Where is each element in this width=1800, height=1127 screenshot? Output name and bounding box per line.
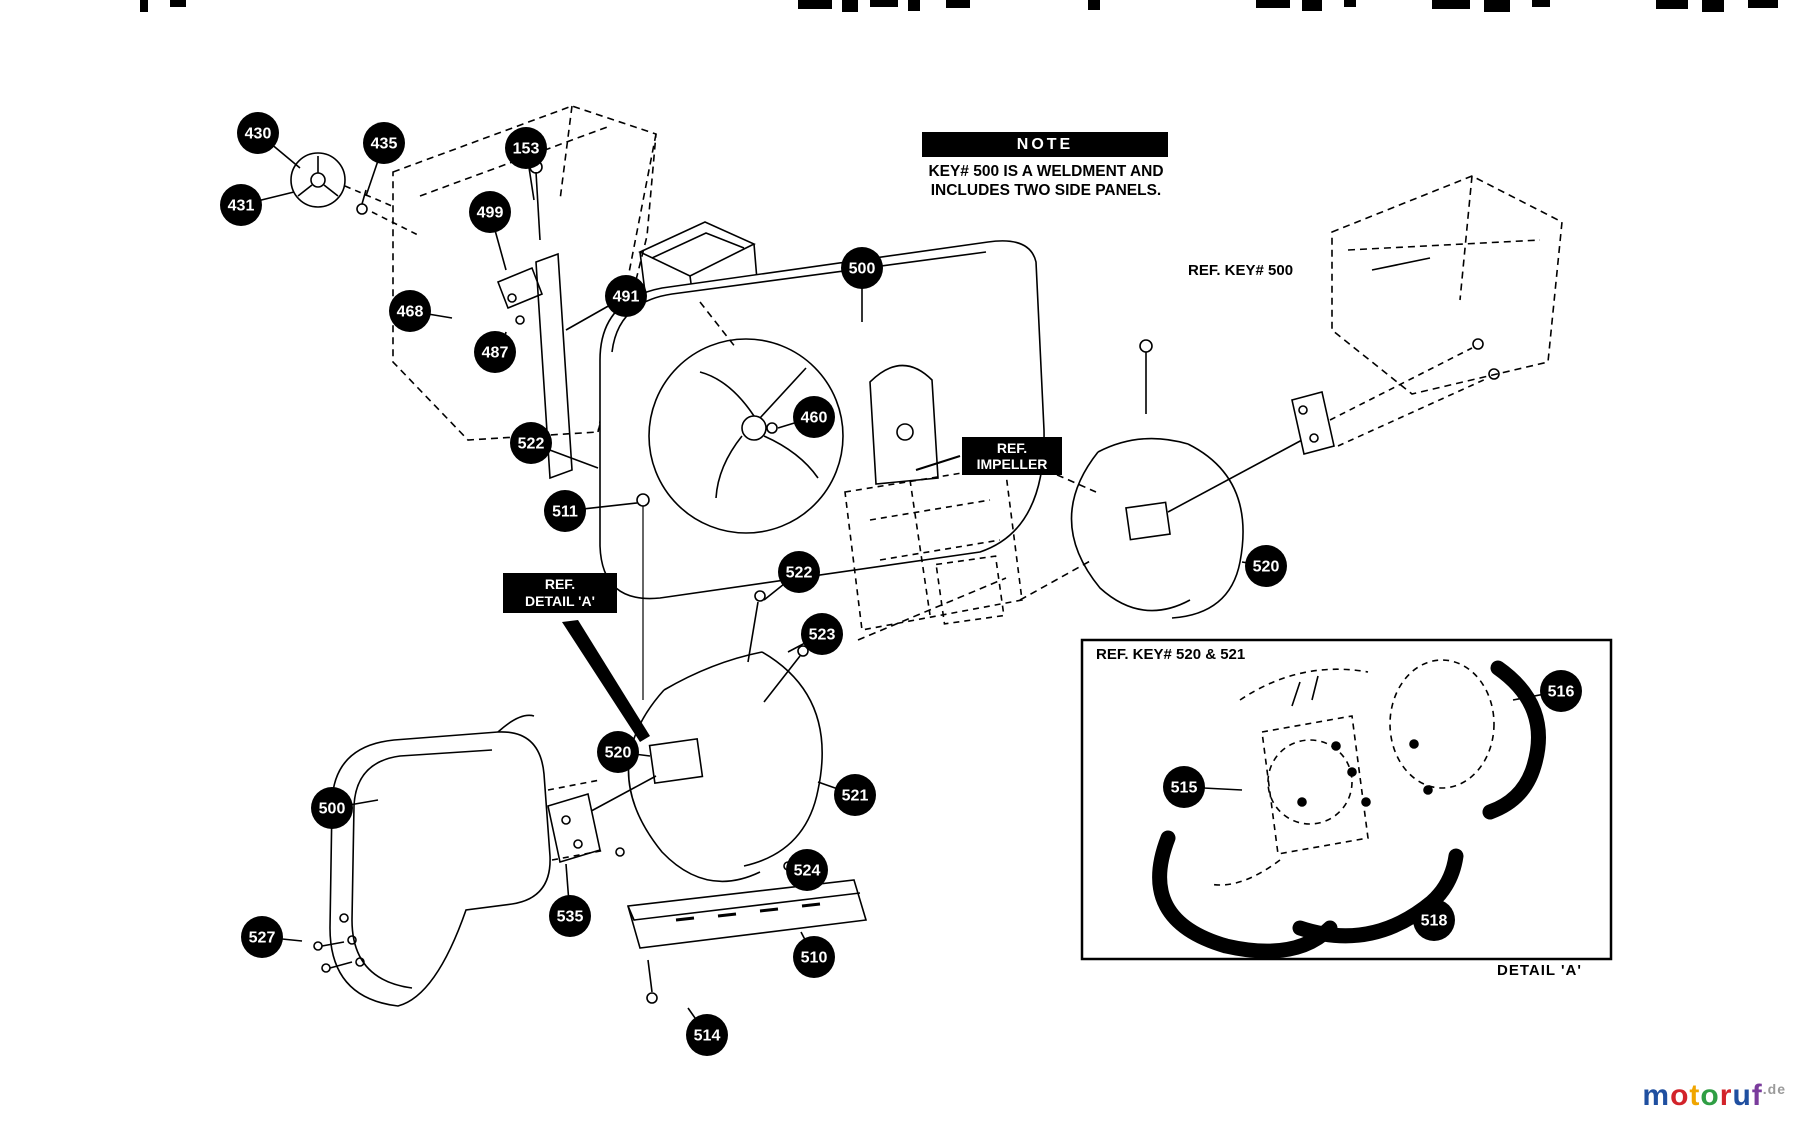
callout-520: 520 [1241,545,1287,587]
note-title-box: NOTE [922,132,1168,157]
callout-516: 516 [1512,670,1582,712]
svg-text:524: 524 [794,863,821,880]
callout-430: 430 [237,112,301,169]
svg-text:499: 499 [477,205,504,222]
svg-text:460: 460 [801,410,828,427]
svg-text:153: 153 [513,141,540,158]
scraper-bar [626,879,868,1004]
svg-text:520: 520 [1253,559,1280,576]
svg-text:514: 514 [694,1028,721,1045]
side-panel-ghost-right [1331,175,1563,395]
svg-text:535: 535 [557,909,584,926]
callout-523: 523 [787,613,843,655]
auger-flighting-segments [1152,660,1546,959]
callout-535: 535 [549,863,591,937]
alignment-dashes [699,301,1097,641]
svg-text:516: 516 [1548,684,1575,701]
callout-510: 510 [793,931,835,978]
svg-text:468: 468 [397,304,424,321]
callout-524: 524 [786,849,828,891]
callout-515: 515 [1163,766,1243,808]
motoruf-logo-suffix: .de [1762,1081,1786,1097]
note-line-2: INCLUDES TWO SIDE PANELS. [930,182,1162,199]
callout-435: 435 [363,122,405,197]
wheel-leader-dashes [344,185,421,237]
ref-detail-line-2: DETAIL 'A' [525,593,595,609]
gearcase-ghost [1209,659,1495,886]
note-text: KEY# 500 IS A WELDMENT AND INCLUDES TWO … [898,162,1194,200]
impeller-ghost [844,465,1023,631]
svg-text:435: 435 [371,136,398,153]
callout-layer: 430 435 431 153 499 468 487 491 500 522 460 511 520 5… [220,112,1582,1056]
motoruf-logo-text: motoruf [1642,1079,1763,1112]
cropped-text-artifacts [140,0,1778,12]
ref-impeller-line-2: IMPELLER [976,456,1048,472]
svg-text:500: 500 [849,261,876,278]
ref-impeller-line-1: REF. [996,440,1028,456]
ref-detail-a-label: REF. DETAIL 'A' [503,573,617,613]
ref-impeller-leader [915,455,961,471]
svg-text:523: 523 [809,627,836,644]
svg-text:515: 515 [1171,780,1198,797]
bolt-511 [636,493,650,700]
svg-text:487: 487 [482,345,509,362]
callout-500: 500 [841,247,883,322]
motoruf-logo[interactable]: motoruf.de [1642,1079,1786,1113]
detail-a-box [1080,638,1613,961]
callout-511: 511 [544,490,638,532]
svg-text:510: 510 [801,950,828,967]
svg-text:522: 522 [786,565,813,582]
svg-text:500: 500 [319,801,346,818]
callout-518: 518 [1399,899,1455,941]
callout-468: 468 [389,290,453,332]
side-panel-left [313,714,607,1007]
auger-lower [547,651,823,883]
callout-521: 521 [817,774,876,816]
ref-key500-leader [1371,257,1431,271]
callout-460: 460 [777,396,835,438]
bolts-527 [313,941,353,973]
bolts-lower-auger [747,590,809,703]
svg-text:522: 522 [518,436,545,453]
note-line-1: KEY# 500 IS A WELDMENT AND [928,163,1164,180]
callout-431: 431 [220,184,295,226]
callout-520: 520 [597,731,651,773]
bolt-460 [766,422,778,434]
ref-impeller-label: REF. IMPELLER [962,437,1062,475]
callout-153: 153 [505,127,547,201]
svg-text:527: 527 [249,930,276,947]
svg-text:518: 518 [1421,913,1448,930]
svg-text:521: 521 [842,788,869,805]
detail-caption: DETAIL 'A' [1497,962,1582,979]
callout-522: 522 [763,551,820,601]
callout-500: 500 [311,787,379,829]
callout-522: 522 [510,422,599,469]
ref-key-500-label: REF. KEY# 500 [1188,262,1294,279]
svg-text:430: 430 [245,126,272,143]
svg-text:511: 511 [552,504,578,521]
detail-box-title: REF. KEY# 520 & 521 [1096,646,1246,663]
svg-text:431: 431 [228,198,255,215]
callout-487: 487 [474,331,516,373]
callout-499: 499 [469,191,511,271]
svg-text:491: 491 [613,289,640,306]
ref-detail-line-1: REF. [544,576,576,592]
callout-527: 527 [241,916,303,958]
handwheel-part [290,152,368,215]
auger-right [1070,338,1500,619]
svg-text:520: 520 [605,745,632,762]
detail-arrow [562,620,650,742]
callout-514: 514 [686,1007,728,1056]
callout-491: 491 [565,275,647,331]
